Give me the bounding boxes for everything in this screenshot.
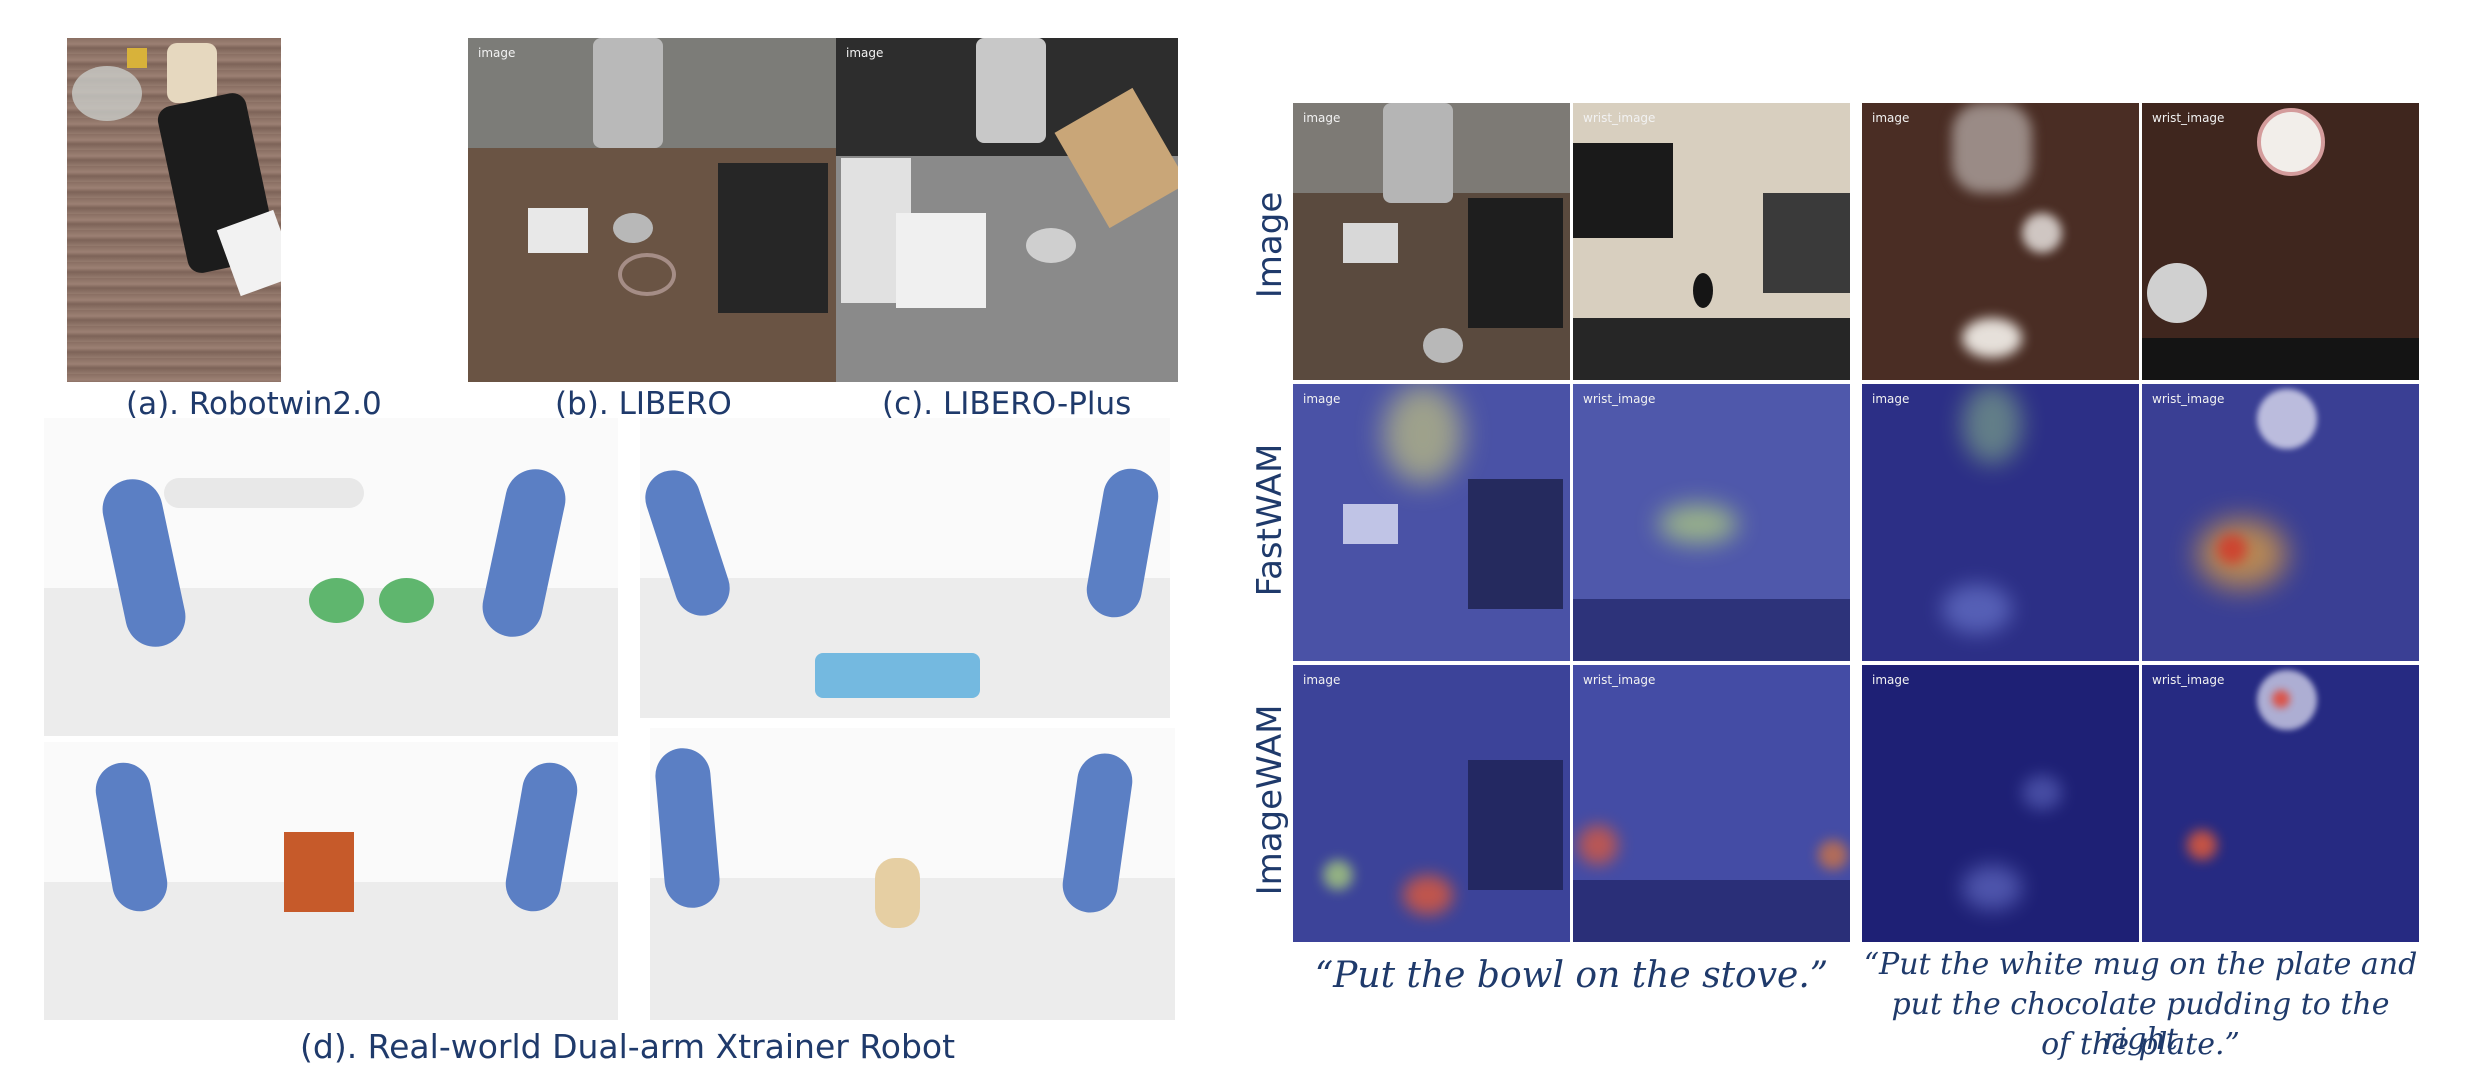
libero-plus-image-tag: image — [846, 46, 884, 60]
image-row-scene2-third-person: image — [1862, 103, 2139, 380]
libero-caption: (b). LIBERO — [555, 386, 732, 422]
left-task-quote: “Put the bowl on the stove.” — [1314, 955, 1829, 996]
robotwin-image — [67, 38, 281, 382]
right-task-quote-line3: of the plate.” — [2041, 1027, 2240, 1062]
tag-image-r3c4: wrist_image — [2152, 673, 2225, 687]
real-world-photo-3 — [44, 742, 618, 1020]
tag-image-r2c2: wrist_image — [1583, 392, 1656, 406]
real-world-caption: (d). Real-world Dual-arm Xtrainer Robot — [300, 1027, 956, 1066]
real-world-photo-1 — [44, 418, 618, 736]
tag-image-r1c2: wrist_image — [1583, 111, 1656, 125]
image-row-scene2-wrist: wrist_image — [2142, 103, 2419, 380]
tag-image-r2c3: image — [1872, 392, 1910, 406]
imagewam-row-scene1-wrist: wrist_image — [1573, 665, 1850, 942]
fastwam-row-scene2-third-person: image — [1862, 384, 2139, 661]
fastwam-row-scene1-third-person: image — [1293, 384, 1570, 661]
robotwin-caption: (a). Robotwin2.0 — [126, 386, 382, 422]
tag-image-r1c3: image — [1872, 111, 1910, 125]
imagewam-row-scene1-third-person: image — [1293, 665, 1570, 942]
tag-image-r3c2: wrist_image — [1583, 673, 1656, 687]
tag-image-r3c1: image — [1303, 673, 1341, 687]
real-world-photo-2 — [640, 418, 1170, 718]
libero-plus-caption: (c). LIBERO-Plus — [882, 386, 1132, 422]
libero-image-tag: image — [478, 46, 516, 60]
image-row-scene1-third-person: image — [1293, 103, 1570, 380]
imagewam-row-scene2-wrist: wrist_image — [2142, 665, 2419, 942]
tag-image-r2c1: image — [1303, 392, 1341, 406]
row-label-image: Image — [1250, 191, 1290, 299]
libero-plus-image: image — [836, 38, 1178, 382]
tag-image-r2c4: wrist_image — [2152, 392, 2225, 406]
image-row-scene1-wrist: wrist_image — [1573, 103, 1850, 380]
fastwam-row-scene1-wrist: wrist_image — [1573, 384, 1850, 661]
imagewam-row-scene2-third-person: image — [1862, 665, 2139, 942]
real-world-photo-4 — [650, 728, 1175, 1020]
right-task-quote-line2: put the chocolate pudding to the right — [1891, 987, 2390, 1057]
tag-image-r3c3: image — [1872, 673, 1910, 687]
tag-image-r1c4: wrist_image — [2152, 111, 2225, 125]
row-label-fastwam: FastWAM — [1250, 443, 1290, 597]
tag-image-r1c1: image — [1303, 111, 1341, 125]
fastwam-row-scene2-wrist: wrist_image — [2142, 384, 2419, 661]
right-task-quote-line1: “Put the white mug on the plate and — [1863, 947, 2418, 982]
row-label-imagewam: ImageWAM — [1250, 704, 1290, 896]
libero-image: image — [468, 38, 856, 382]
